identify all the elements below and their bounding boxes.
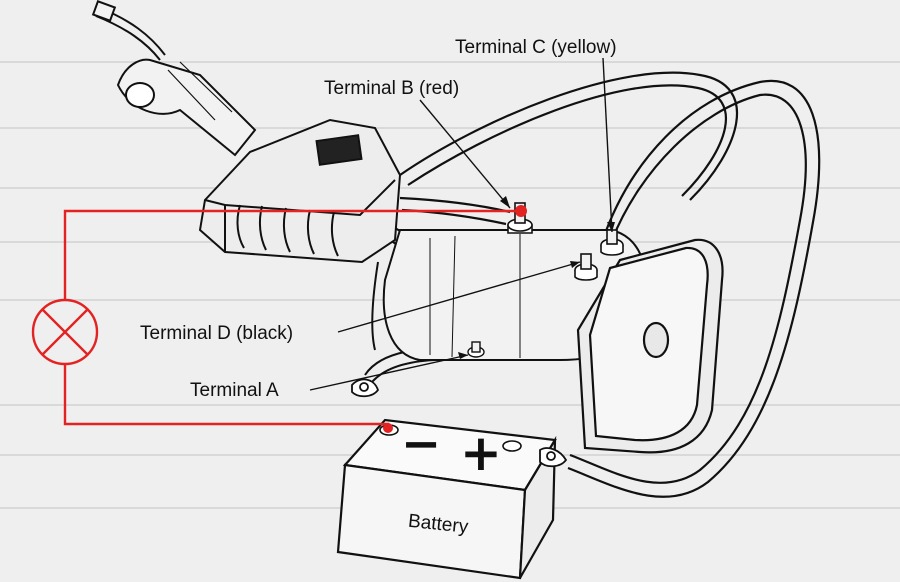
label-terminal-d: Terminal D (black): [140, 323, 293, 344]
leader-arrowheads: [458, 196, 615, 359]
battery-plus-sign: +: [460, 424, 502, 482]
terminal-a-post: [467, 341, 485, 358]
callout-leaders: [309, 57, 613, 391]
terminal-d-post: [574, 253, 598, 281]
label-terminal-a: Terminal A: [190, 380, 279, 401]
terminal-c-post: [600, 229, 624, 256]
label-terminal-b: Terminal B (red): [324, 78, 459, 99]
winch-end-plate: [576, 238, 724, 454]
test-lamp-icon: [31, 298, 99, 366]
cable-terminal-c-loop: [567, 79, 821, 498]
control-box: [198, 118, 402, 264]
remote-plug: [91, 0, 257, 157]
battery-positive-post: [502, 440, 522, 452]
battery-positive-lug: [539, 447, 568, 468]
label-terminal-c: Terminal C (yellow): [455, 37, 617, 58]
test-circuit: [63, 209, 521, 428]
terminal-a-lug: [351, 378, 380, 398]
battery: [336, 418, 557, 580]
battery-minus-sign: −: [401, 416, 441, 472]
cable-loop-upper: [399, 71, 738, 201]
